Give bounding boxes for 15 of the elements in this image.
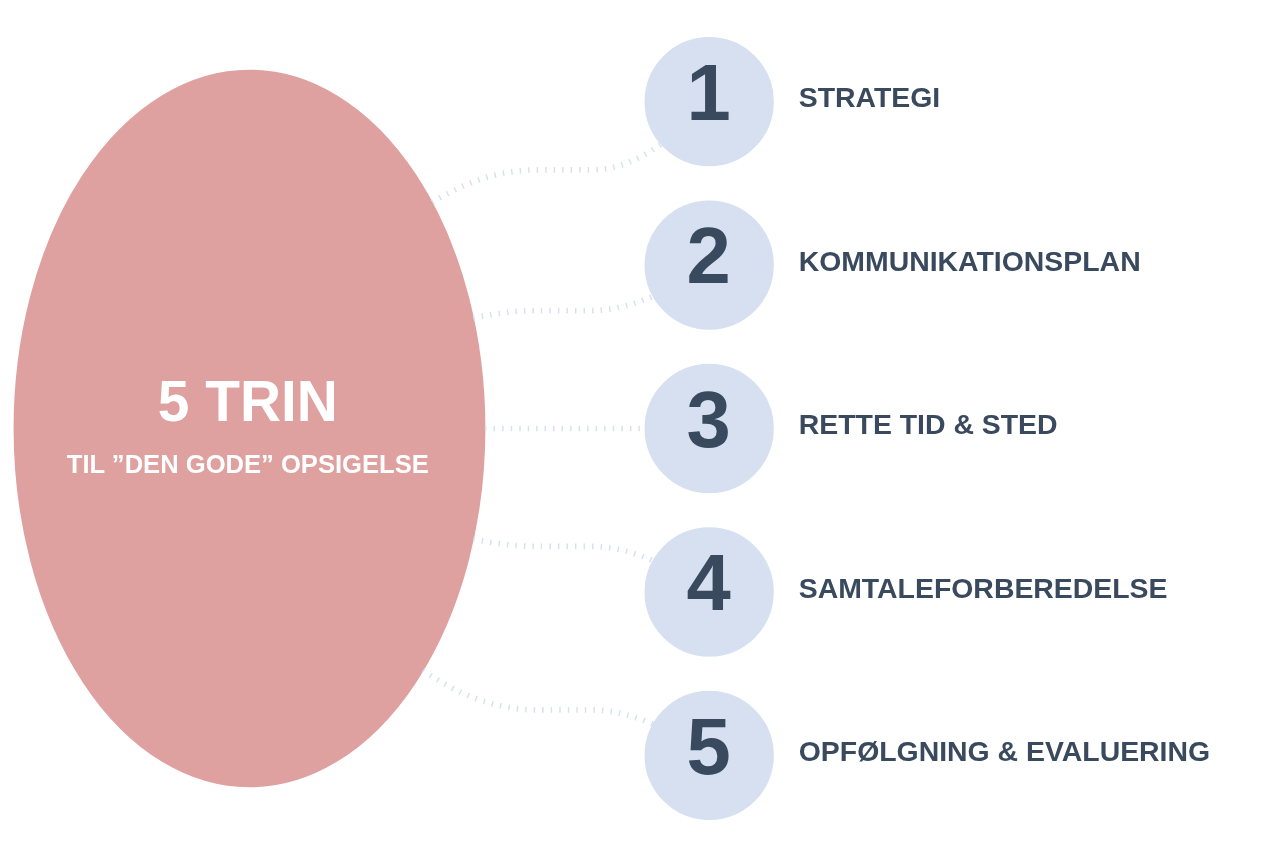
connector	[421, 667, 655, 727]
node-label: SAMTALEFORBEREDELSE	[798, 571, 1168, 604]
node-label: OPFØLGNING & EVALUERING	[798, 734, 1211, 767]
node-ellipse: 5 TRIN TIL ”DEN GODE” OPSIGELSE	[13, 69, 486, 787]
node-label: RETTE TID & STED	[798, 407, 1058, 440]
node-label: STRATEGI	[798, 80, 941, 113]
node-circle: 5	[644, 690, 774, 820]
node-circle: 1	[644, 36, 774, 166]
node-circle: 4	[644, 526, 774, 657]
node-circle: 2	[644, 199, 774, 330]
connector	[430, 141, 663, 205]
node-circle: 3	[644, 363, 774, 493]
connector	[472, 293, 655, 321]
connector	[472, 535, 655, 563]
node-label: KOMMUNIKATIONSPLAN	[798, 244, 1141, 277]
